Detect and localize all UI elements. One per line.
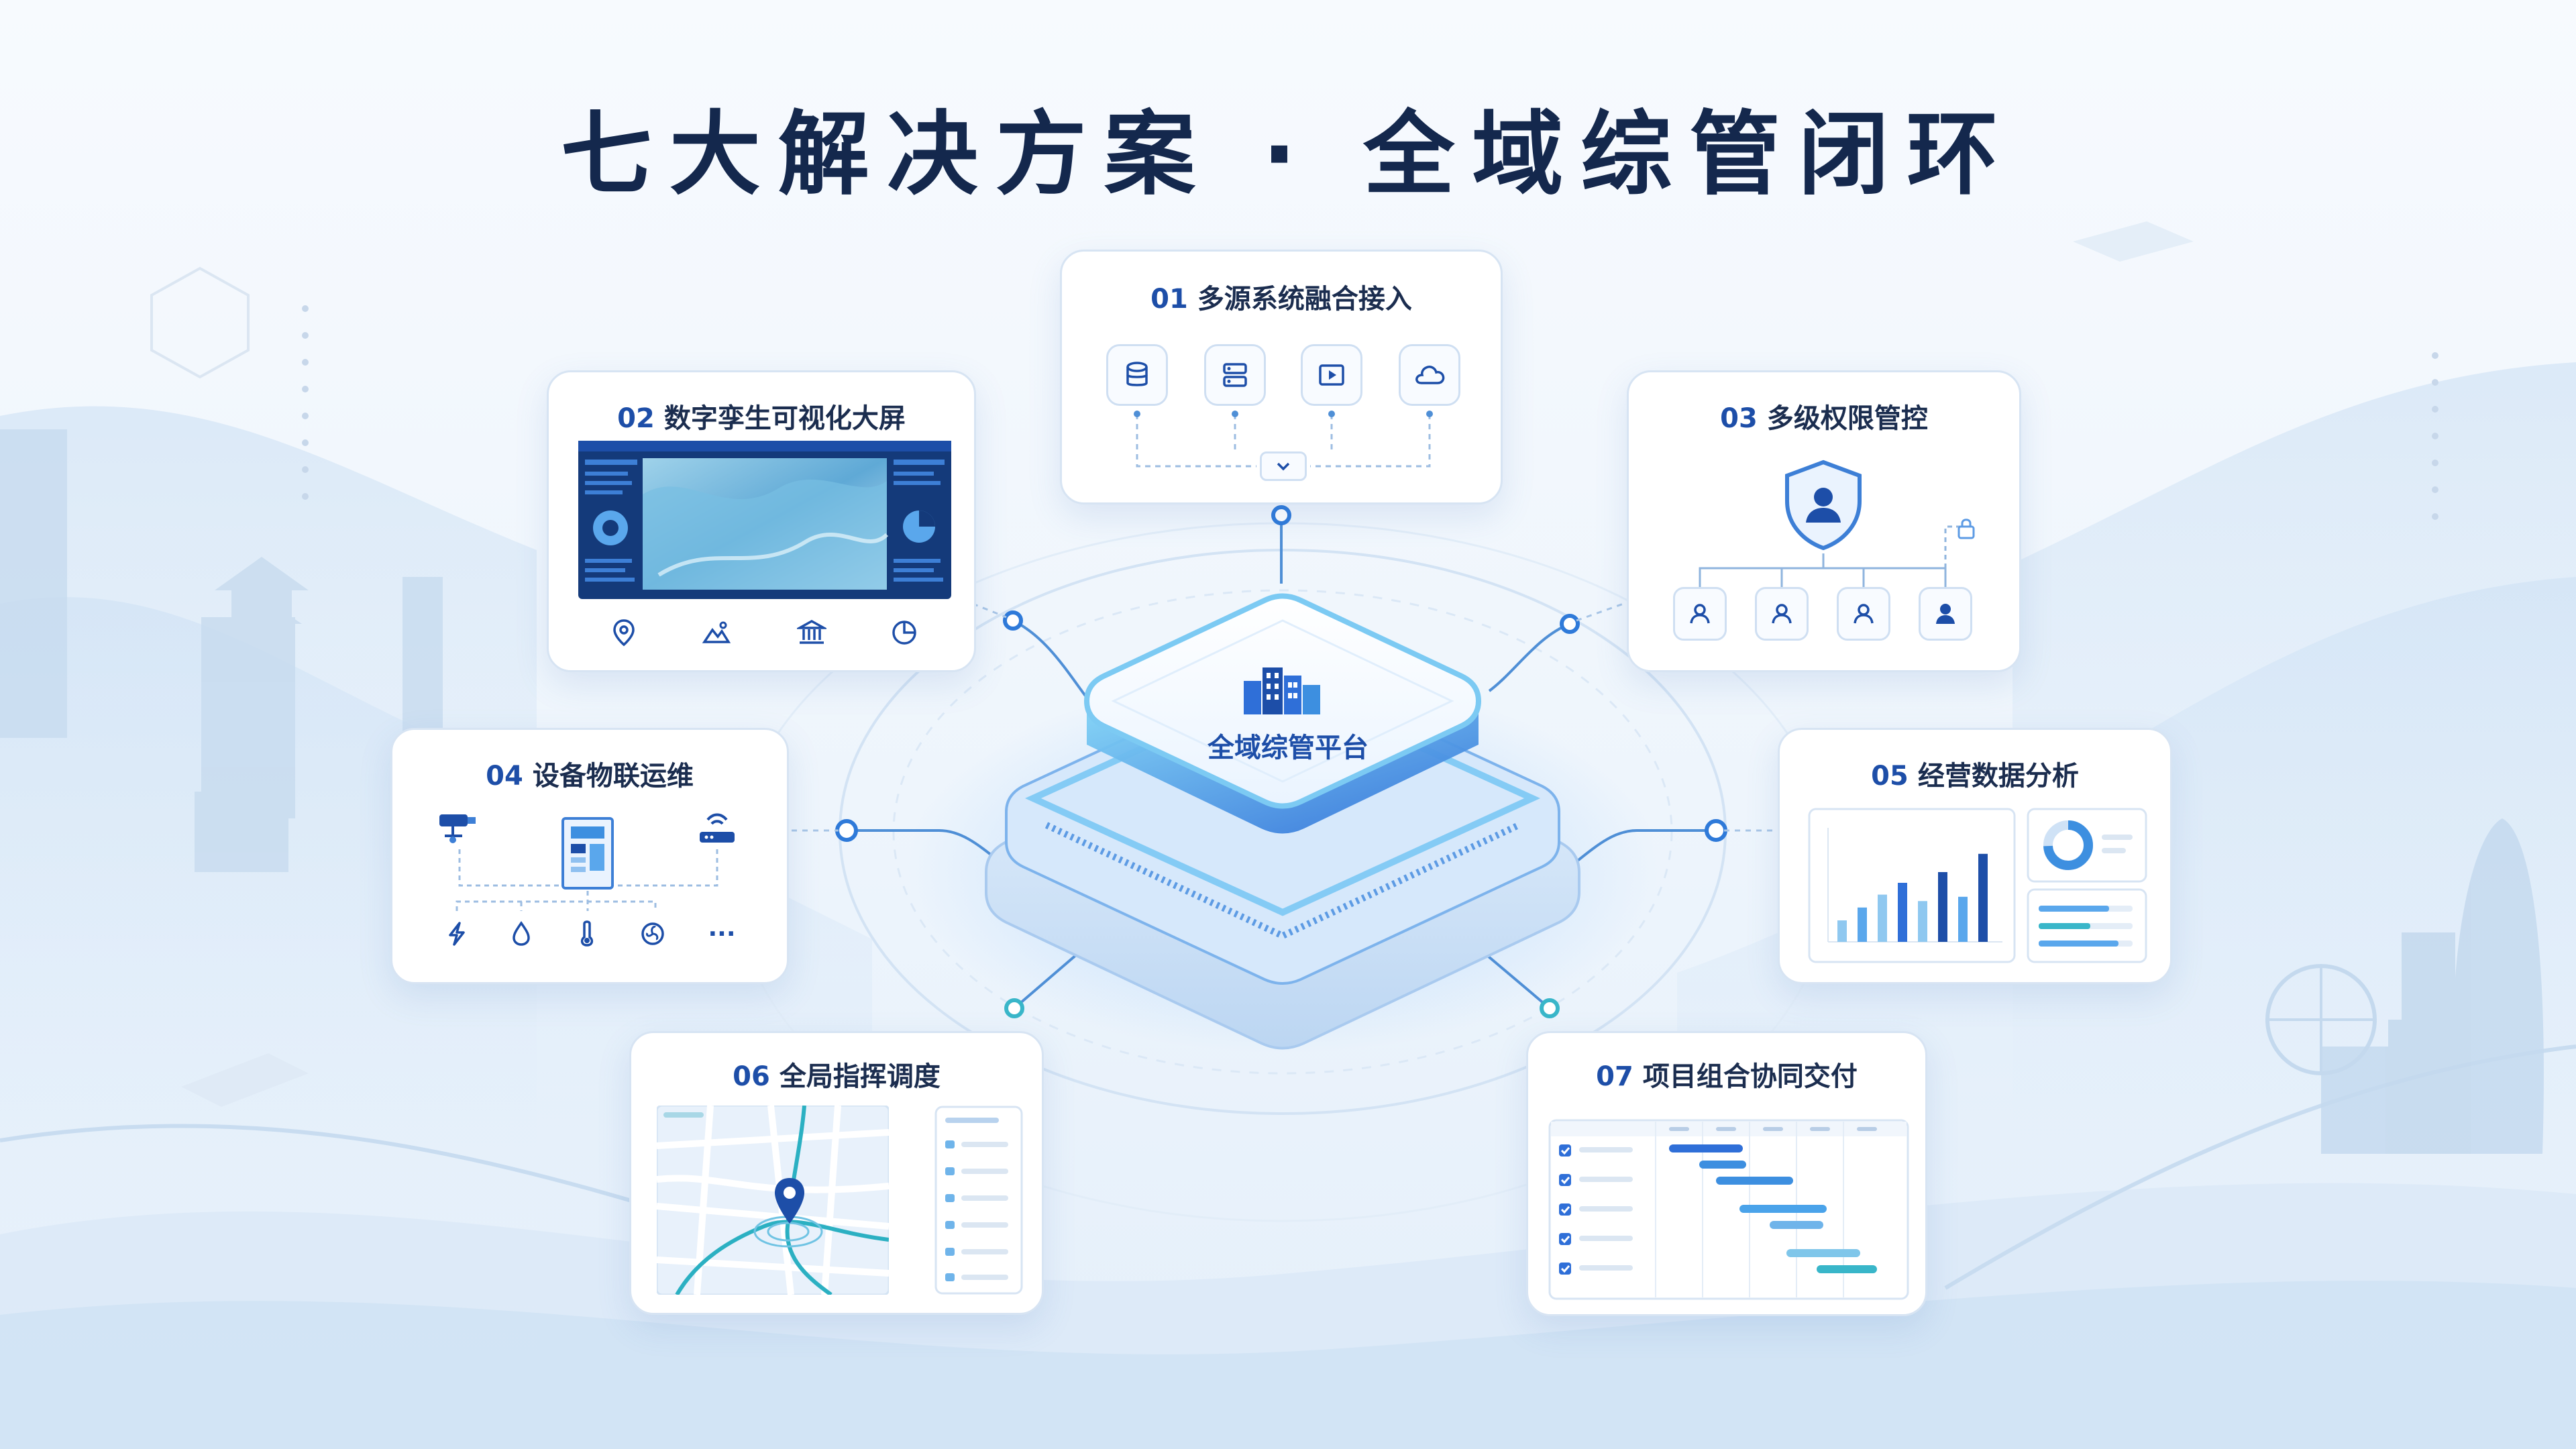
progress-bars-icon [2027,888,2147,963]
bar-mark [1938,872,1947,942]
checkbox-icon [1559,1144,1571,1275]
module-title-02: 02 数字孪生可视化大屏 [549,396,974,435]
module-card-07[interactable]: 07 项目组合协同交付 [1526,1031,1927,1316]
page-title: 七大解决方案 · 全域综管闭环 [560,102,2016,208]
database-icon [1106,344,1168,406]
donut-chart-icon [2027,808,2147,883]
bar-mark [1878,894,1887,942]
water-drop-icon [502,915,540,953]
progress-fill [2039,941,2118,947]
bar-mark [1858,907,1867,942]
gantt-chart-icon [1548,1119,1909,1300]
dashboard-screen-thumbnail [578,441,951,599]
city-buildings-icon [1244,667,1320,714]
user-icon [1673,587,1727,641]
bar-mark [1978,853,1988,942]
bar-mark [1918,901,1927,942]
module-label: 经营数据分析 [1917,761,2079,792]
server-icon [1204,344,1266,406]
lightning-icon [438,915,476,953]
module-card-02[interactable]: 02 数字孪生可视化大屏 [547,370,976,672]
bar-mark [1958,896,1968,942]
module-card-06[interactable]: 06 全局指挥调度 [629,1031,1044,1315]
module-label: 设备物联运维 [532,761,694,792]
bank-icon [793,614,830,651]
thermometer-icon [568,915,606,953]
module-label: 数字孪生可视化大屏 [663,403,906,434]
module-number: 05 [1871,761,1909,792]
module-label: 项目组合协同交付 [1642,1061,1858,1092]
module-title-05: 05 经营数据分析 [1780,754,2170,793]
module-card-04[interactable]: 04 设备物联运维 [390,728,789,984]
control-cabinet-icon [561,817,614,890]
module-title-06: 06 全局指挥调度 [631,1055,1042,1093]
mountain-icon [698,614,735,651]
pie-chart-icon [885,614,923,651]
module-number: 03 [1720,403,1758,434]
lock-icon [1951,513,1982,544]
module-card-01[interactable]: 01 多源系统融合接入 [1060,250,1503,504]
map-icon [657,1106,889,1295]
module-label: 全局指挥调度 [779,1061,941,1092]
user-icon [1837,587,1890,641]
bar-chart-icon [1808,808,2016,963]
router-icon [692,804,743,855]
fan-icon [634,915,672,953]
module-title-03: 03 多级权限管控 [1629,396,2019,435]
module-label: 多级权限管控 [1766,403,1928,434]
module-number: 04 [486,761,523,792]
module-card-03[interactable]: 03 多级权限管控 [1627,370,2021,672]
module-label: 多源系统融合接入 [1197,284,1412,315]
module-title-01: 01 多源系统融合接入 [1062,277,1501,316]
merge-connector [1134,411,1433,468]
progress-fill [2039,906,2109,912]
location-pin-icon [775,1178,804,1224]
bar-mark [1837,920,1847,942]
module-title-07: 07 项目组合协同交付 [1528,1055,1925,1093]
center-platform-label: 全域综管平台 [1208,733,1368,763]
module-number: 02 [617,403,655,434]
bar-mark [1898,883,1907,942]
module-number: 06 [733,1061,770,1092]
module-title-04: 04 设备物联运维 [392,754,787,793]
admin-user-icon [1919,587,1972,641]
chevron-down-icon[interactable] [1260,451,1307,481]
camera-icon [433,804,484,855]
progress-fill [2039,923,2090,929]
location-pin-icon [605,614,643,651]
shield-user-icon [1785,460,1862,551]
module-card-05[interactable]: 05 经营数据分析 [1778,728,2172,984]
more-icon[interactable]: ··· [708,920,736,948]
user-icon [1755,587,1809,641]
cloud-icon [1399,344,1460,406]
video-play-icon [1301,344,1362,406]
list-icon [934,1106,1023,1295]
device-links [455,849,718,911]
module-number: 01 [1150,284,1188,315]
module-number: 07 [1596,1061,1633,1092]
